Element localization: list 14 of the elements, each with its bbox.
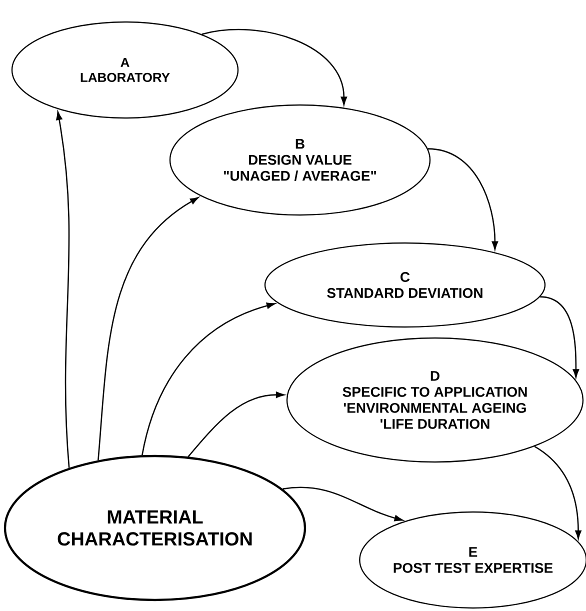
ellipse-node: C STANDARD DEVIATION xyxy=(264,242,546,328)
ellipse-node: B DESIGN VALUE "UNAGED / AVERAGE" xyxy=(169,104,431,216)
arrow xyxy=(98,197,199,460)
ellipse-node: A LABORATORY xyxy=(11,21,239,119)
arrow xyxy=(202,29,348,106)
ellipse-node: MATERIAL CHARACTERISATION xyxy=(4,454,306,602)
arrow xyxy=(56,111,70,468)
arrow xyxy=(282,486,403,522)
arrow xyxy=(540,296,580,378)
arrow xyxy=(534,446,582,539)
ellipse-node: D SPECIFIC TO APPLICATION 'ENVIRONMENTAL AGEING 'LIFE DURATION xyxy=(286,337,584,463)
arrow xyxy=(188,392,284,458)
arrow xyxy=(142,302,276,456)
arrow xyxy=(428,148,498,250)
